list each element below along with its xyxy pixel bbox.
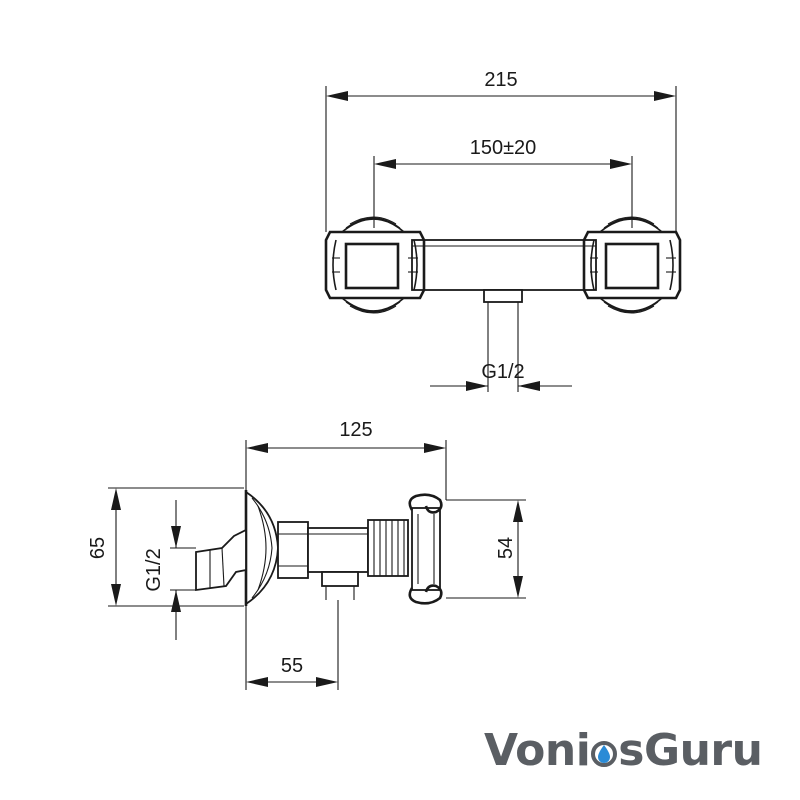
brand-logo: Voni sGuru xyxy=(484,722,763,778)
dimension-label-side-depth: 125 xyxy=(339,419,372,441)
right-handle xyxy=(582,216,682,314)
dimension-label-overall-width: 215 xyxy=(484,69,517,91)
dimension-label-side-height: 65 xyxy=(87,537,109,559)
hex-nut xyxy=(277,521,309,579)
dimension-outlet-offset: 55 xyxy=(245,600,339,690)
dimension-label-inlet-thread: G1/2 xyxy=(143,548,165,591)
side-body xyxy=(307,527,369,573)
logo-text-right: sGuru xyxy=(618,724,763,776)
dimension-label-outlet-offset: 55 xyxy=(281,655,303,677)
logo-text-left: Voni xyxy=(484,724,591,776)
dimension-outlet-thread: G1/2 xyxy=(430,314,572,392)
wall-rosette xyxy=(244,490,279,606)
dimension-inlet-thread: G1/2 xyxy=(143,500,196,640)
ribbed-sleeve xyxy=(367,519,409,577)
mixer-body xyxy=(411,239,597,291)
outlet-stub xyxy=(483,289,523,314)
top-view: 215 150±20 xyxy=(324,69,682,392)
dimension-label-handle-height: 54 xyxy=(495,537,517,559)
dimension-handle-spacing: 150±20 xyxy=(373,137,633,228)
dimension-label-outlet-thread: G1/2 xyxy=(481,361,524,383)
side-view: 125 65 G1/2 xyxy=(87,419,526,690)
dimension-label-handle-spacing: 150±20 xyxy=(470,137,537,159)
dimension-side-height: 65 xyxy=(87,487,244,607)
dimension-handle-height: 54 xyxy=(446,499,526,599)
left-handle xyxy=(324,216,426,314)
water-drop-icon xyxy=(591,741,618,767)
eccentric-inlet xyxy=(195,528,247,592)
dimension-overall-width: 215 xyxy=(325,69,677,232)
dimension-side-depth: 125 xyxy=(245,419,447,500)
side-handle xyxy=(408,493,443,605)
side-outlet xyxy=(321,571,359,600)
